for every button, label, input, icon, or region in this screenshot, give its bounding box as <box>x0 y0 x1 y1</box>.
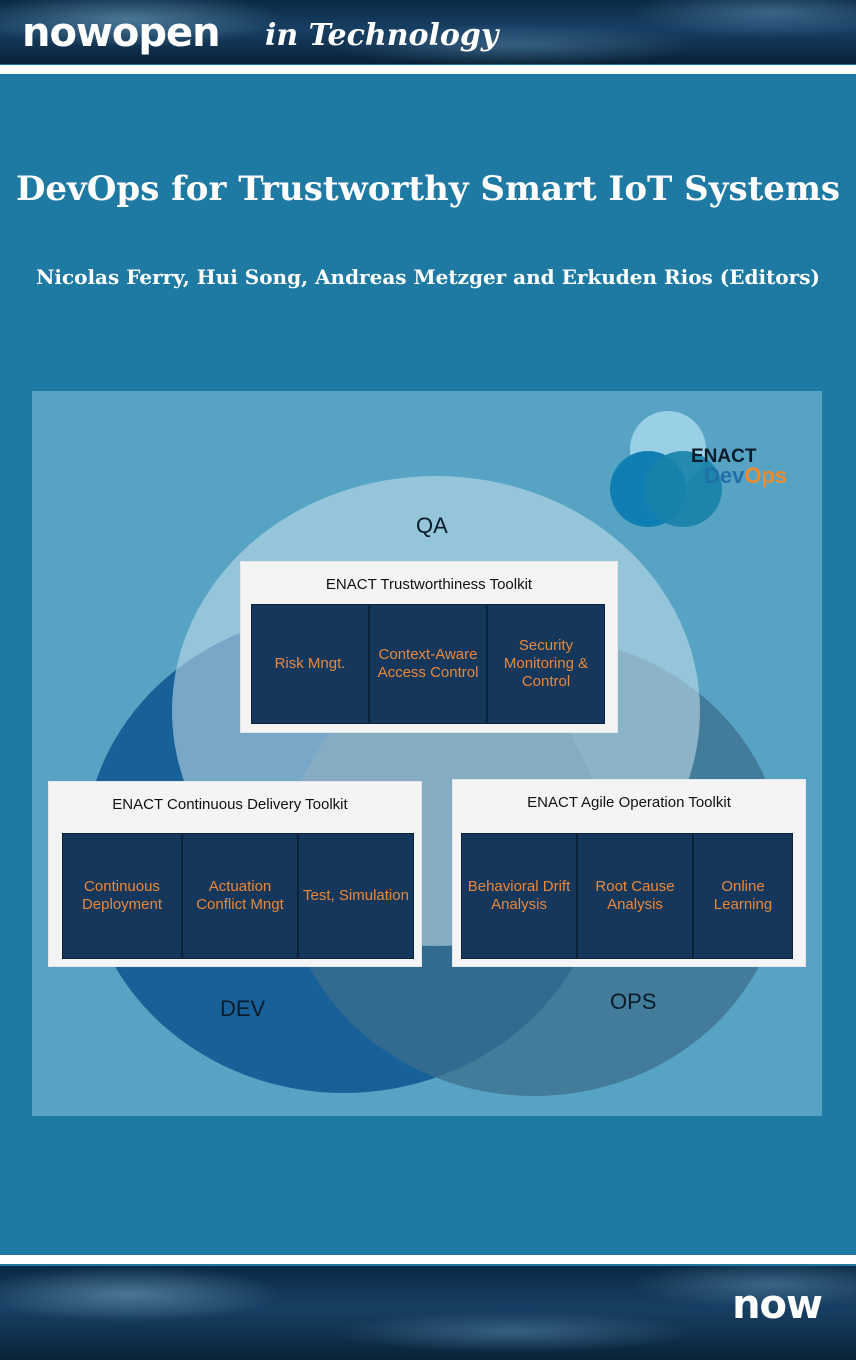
toolkit-item: Risk Mngt. <box>251 604 369 724</box>
now-logo: now <box>732 1282 823 1328</box>
qa-label: QA <box>416 513 448 538</box>
devops-diagram: ENACT DevOps QA DEV OPS ENACT Trustworth… <box>32 391 822 1116</box>
logo-dev: Dev <box>704 463 745 488</box>
continuous-delivery-toolkit: ENACT Continuous Delivery Toolkit Contin… <box>48 781 422 967</box>
trustworthiness-toolkit: ENACT Trustworthiness Toolkit Risk Mngt.… <box>240 561 618 733</box>
toolkit-title: ENACT Continuous Delivery Toolkit <box>112 796 348 813</box>
series-name: in Technology <box>265 18 499 53</box>
header-band <box>0 0 856 64</box>
toolkit-title: ENACT Agile Operation Toolkit <box>527 794 731 811</box>
toolkit-item: Root Cause Analysis <box>577 833 693 959</box>
toolkit-item: Continuous Deployment <box>62 833 182 959</box>
logo-circle-mid <box>644 451 722 527</box>
toolkit-item: Actuation Conflict Mngt <box>182 833 298 959</box>
publisher-logo: nowopen <box>22 10 221 56</box>
book-title: DevOps for Trustworthy Smart IoT Systems <box>15 169 841 209</box>
agile-operation-toolkit: ENACT Agile Operation Toolkit Behavioral… <box>452 779 806 967</box>
toolkit-item: Online Learning <box>693 833 793 959</box>
footer-divider <box>0 1255 856 1264</box>
devops-logo-text: DevOps <box>704 463 787 489</box>
logo-ops: Ops <box>744 463 788 488</box>
toolkit-item: Behavioral Drift Analysis <box>461 833 577 959</box>
toolkit-item: Security Monitoring & Control <box>487 604 605 724</box>
enact-logo-text: ENACT <box>691 446 757 467</box>
toolkit-item: Context-Aware Access Control <box>369 604 487 724</box>
footer-band <box>0 1266 856 1360</box>
book-authors: Nicolas Ferry, Hui Song, Andreas Metzger… <box>36 265 820 289</box>
dev-label: DEV <box>220 996 266 1021</box>
toolkit-item: Test, Simulation <box>298 833 414 959</box>
ops-label: OPS <box>610 989 657 1014</box>
toolkit-title: ENACT Trustworthiness Toolkit <box>325 576 533 593</box>
header-divider <box>0 65 856 74</box>
